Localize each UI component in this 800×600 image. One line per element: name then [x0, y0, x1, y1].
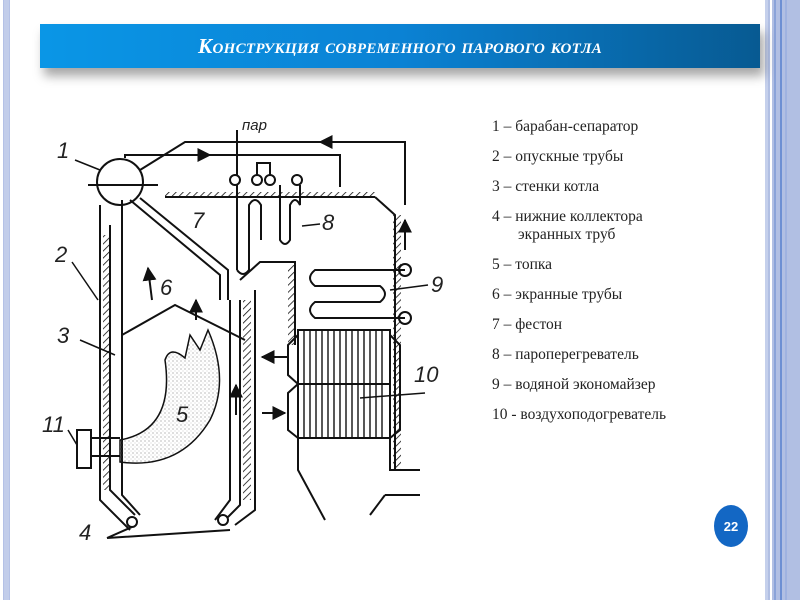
legend-item: 10 - воздухоподогреватель [492, 406, 752, 424]
label-5: 5 [176, 402, 189, 427]
air-heater-tubes [303, 330, 383, 438]
boiler-structure [76, 130, 420, 539]
label-9: 9 [431, 272, 443, 297]
legend-item: 9 – водяной экономайзер [492, 376, 752, 394]
legend-item: 7 – фестон [492, 316, 752, 334]
label-8: 8 [322, 210, 335, 235]
legend-text: 10 - воздухоподогреватель [492, 406, 667, 423]
label-steam: пар [242, 117, 267, 134]
legend-text: 1 – барабан-сепаратор [492, 118, 639, 135]
legend-item: 1 – барабан-сепаратор [492, 118, 752, 136]
boiler-diagram: 1 2 3 4 5 6 7 8 9 10 11 пар [42, 117, 443, 545]
slide-left-border [3, 0, 10, 600]
title-bar: Конструкция современного парового котла [40, 24, 760, 68]
legend-text: 2 – опускные трубы [492, 148, 624, 165]
label-6: 6 [160, 275, 173, 300]
label-10: 10 [414, 362, 439, 387]
label-2: 2 [54, 242, 67, 267]
legend-text: 3 – стенки котла [492, 178, 600, 195]
legend-item: 8 – пароперегреватель [492, 346, 752, 364]
legend-text-continuation: экранных труб [518, 226, 616, 243]
legend-text: 7 – фестон [492, 316, 563, 333]
legend-item: 5 – топка [492, 256, 752, 274]
label-3: 3 [57, 323, 70, 348]
legend-text: 9 – водяной экономайзер [492, 376, 656, 393]
label-11: 11 [42, 412, 65, 437]
flame [119, 328, 221, 464]
legend-text: 4 – нижние коллектора [492, 208, 643, 225]
label-4: 4 [79, 520, 91, 545]
legend-text: 8 – пароперегреватель [492, 346, 639, 363]
legend-item: 6 – экранные трубы [492, 286, 752, 304]
slide-right-frame [765, 0, 800, 600]
slide-title: Конструкция современного парового котла [197, 33, 602, 58]
label-7: 7 [192, 208, 205, 233]
page-number-badge: 22 [714, 505, 748, 547]
legend-item: 3 – стенки котла [492, 178, 752, 196]
legend: 1 – барабан-сепаратор 2 – опускные трубы… [492, 118, 752, 436]
drum-separator [96, 158, 144, 206]
legend-text: 6 – экранные трубы [492, 286, 623, 303]
label-1: 1 [57, 138, 69, 163]
legend-item: 2 – опускные трубы [492, 148, 752, 166]
legend-text: 5 – топка [492, 256, 553, 273]
